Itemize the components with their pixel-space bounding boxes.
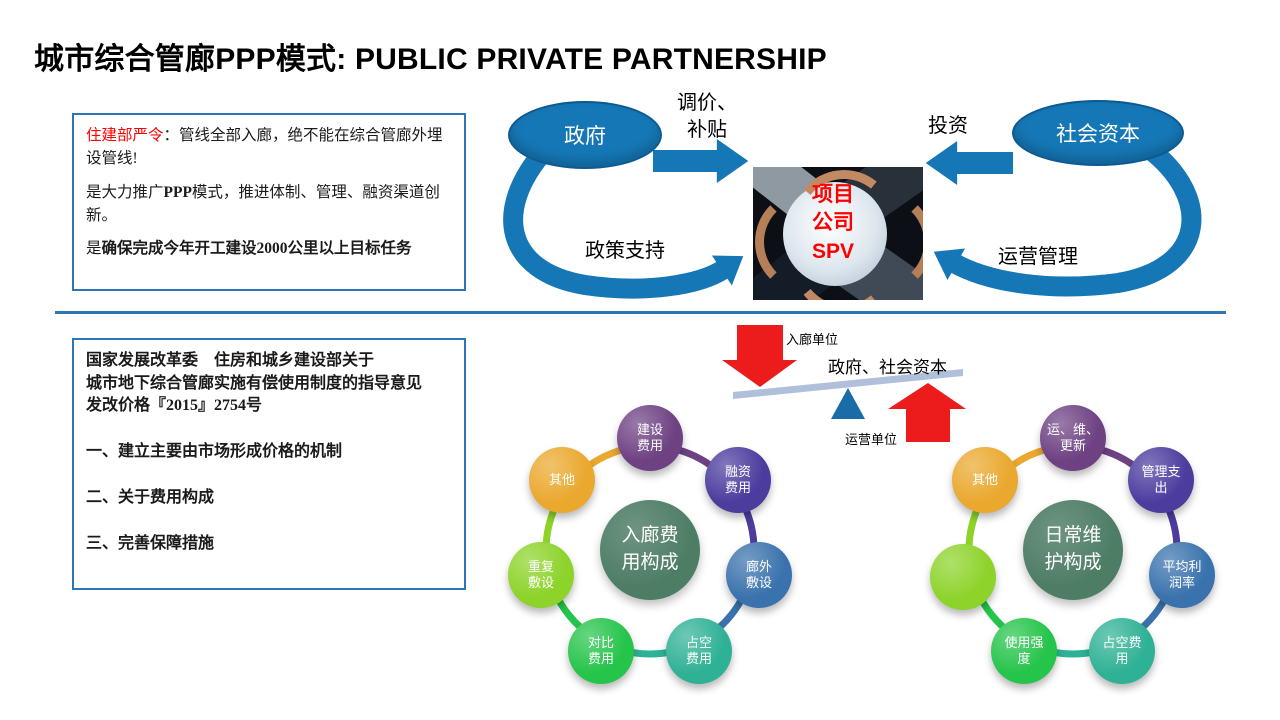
entry-fee-item-duplicate-laying: 重复敷设 xyxy=(508,542,574,608)
page-title: 城市综合管廊PPP模式: PUBLIC PRIVATE PARTNERSHIP xyxy=(34,43,827,76)
mandate-paragraph-2: 是大力推广PPP模式，推进体制、管理、融资渠道创新。 xyxy=(86,183,440,224)
seesaw-down-label: 入廊单位 xyxy=(786,332,839,347)
entry-fee-item-construction: 建设费用 xyxy=(617,405,683,471)
arrow-operation-management xyxy=(933,140,1202,297)
seesaw-up-arrow xyxy=(888,383,966,442)
mandate-highlight: 住建部严令 xyxy=(86,127,164,144)
policy-line-1: 国家发展改革委 住房和城乡建设部关于 xyxy=(86,352,375,369)
policy-line-2: 城市地下综合管廊实施有偿使用制度的指导意见 xyxy=(86,374,423,392)
entry-fee-item-financing: 融资费用 xyxy=(705,447,771,513)
policy-item-3: 三、完善保障措施 xyxy=(86,534,215,552)
social-capital-ellipse: 社会资本 xyxy=(1012,100,1184,166)
spv-label: 项目 公司 SPV xyxy=(811,183,855,263)
maintenance-item-occupancy: 占空费用 xyxy=(1089,618,1155,684)
policy-line-3: 发改价格『2015』2754号 xyxy=(86,397,263,415)
operation-management-label: 运营管理 xyxy=(998,246,1078,268)
seesaw-beam-label: 政府、社会资本 xyxy=(828,358,947,377)
government-ellipse: 政府 xyxy=(508,101,662,169)
mandate-box: 住建部严令：管线全部入廊，绝不能在综合管廊外埋设管线! 是大力推广PPP模式，推… xyxy=(72,113,466,291)
seesaw-fulcrum xyxy=(831,388,865,419)
maintenance-item-average-profit: 平均利润率 xyxy=(1149,542,1215,608)
seesaw-down-arrow xyxy=(722,325,797,387)
policy-support-label: 政策支持 xyxy=(585,240,665,262)
policy-box: 国家发展改革委 住房和城乡建设部关于 城市地下综合管廊实施有偿使用制度的指导意见… xyxy=(72,338,466,590)
entry-fee-center-circle: 入廊费 用构成 xyxy=(600,500,700,600)
maintenance-item-other: 其他 xyxy=(952,447,1018,513)
entry-fee-item-comparison: 对比费用 xyxy=(568,618,634,684)
investment-label: 投资 xyxy=(928,115,968,137)
policy-item-1: 一、建立主要由市场形成价格的机制 xyxy=(86,443,343,461)
maintenance-item-operation-update: 运、维、更新 xyxy=(1040,405,1106,471)
arrow-policy-support xyxy=(503,143,744,299)
entry-fee-item-outside-laying: 廊外敷设 xyxy=(726,542,792,608)
seesaw-beam xyxy=(733,369,963,399)
mandate-paragraph-3: 是确保完成今年开工建设2000公里以上目标任务 xyxy=(86,240,412,257)
entry-fee-item-other: 其他 xyxy=(529,447,595,513)
entry-fee-item-occupancy: 占空费用 xyxy=(666,618,732,684)
maintenance-item-usage-intensity: 使用强度 xyxy=(991,618,1057,684)
spv-hands-globe-image: 项目 公司 SPV xyxy=(753,167,923,300)
price-subsidy-label: 调价、 补贴 xyxy=(677,92,737,141)
maintenance-item-blank xyxy=(930,544,996,610)
policy-item-2: 二、关于费用构成 xyxy=(86,488,215,506)
maintenance-item-management-expense: 管理支出 xyxy=(1128,447,1194,513)
mandate-paragraph-1: 住建部严令：管线全部入廊，绝不能在综合管廊外埋设管线! xyxy=(86,127,443,168)
hand-left xyxy=(755,190,859,294)
seesaw-up-label: 运营单位 xyxy=(845,432,898,447)
section-divider-line xyxy=(55,311,1226,314)
maintenance-center-circle: 日常维 护构成 xyxy=(1023,500,1123,600)
